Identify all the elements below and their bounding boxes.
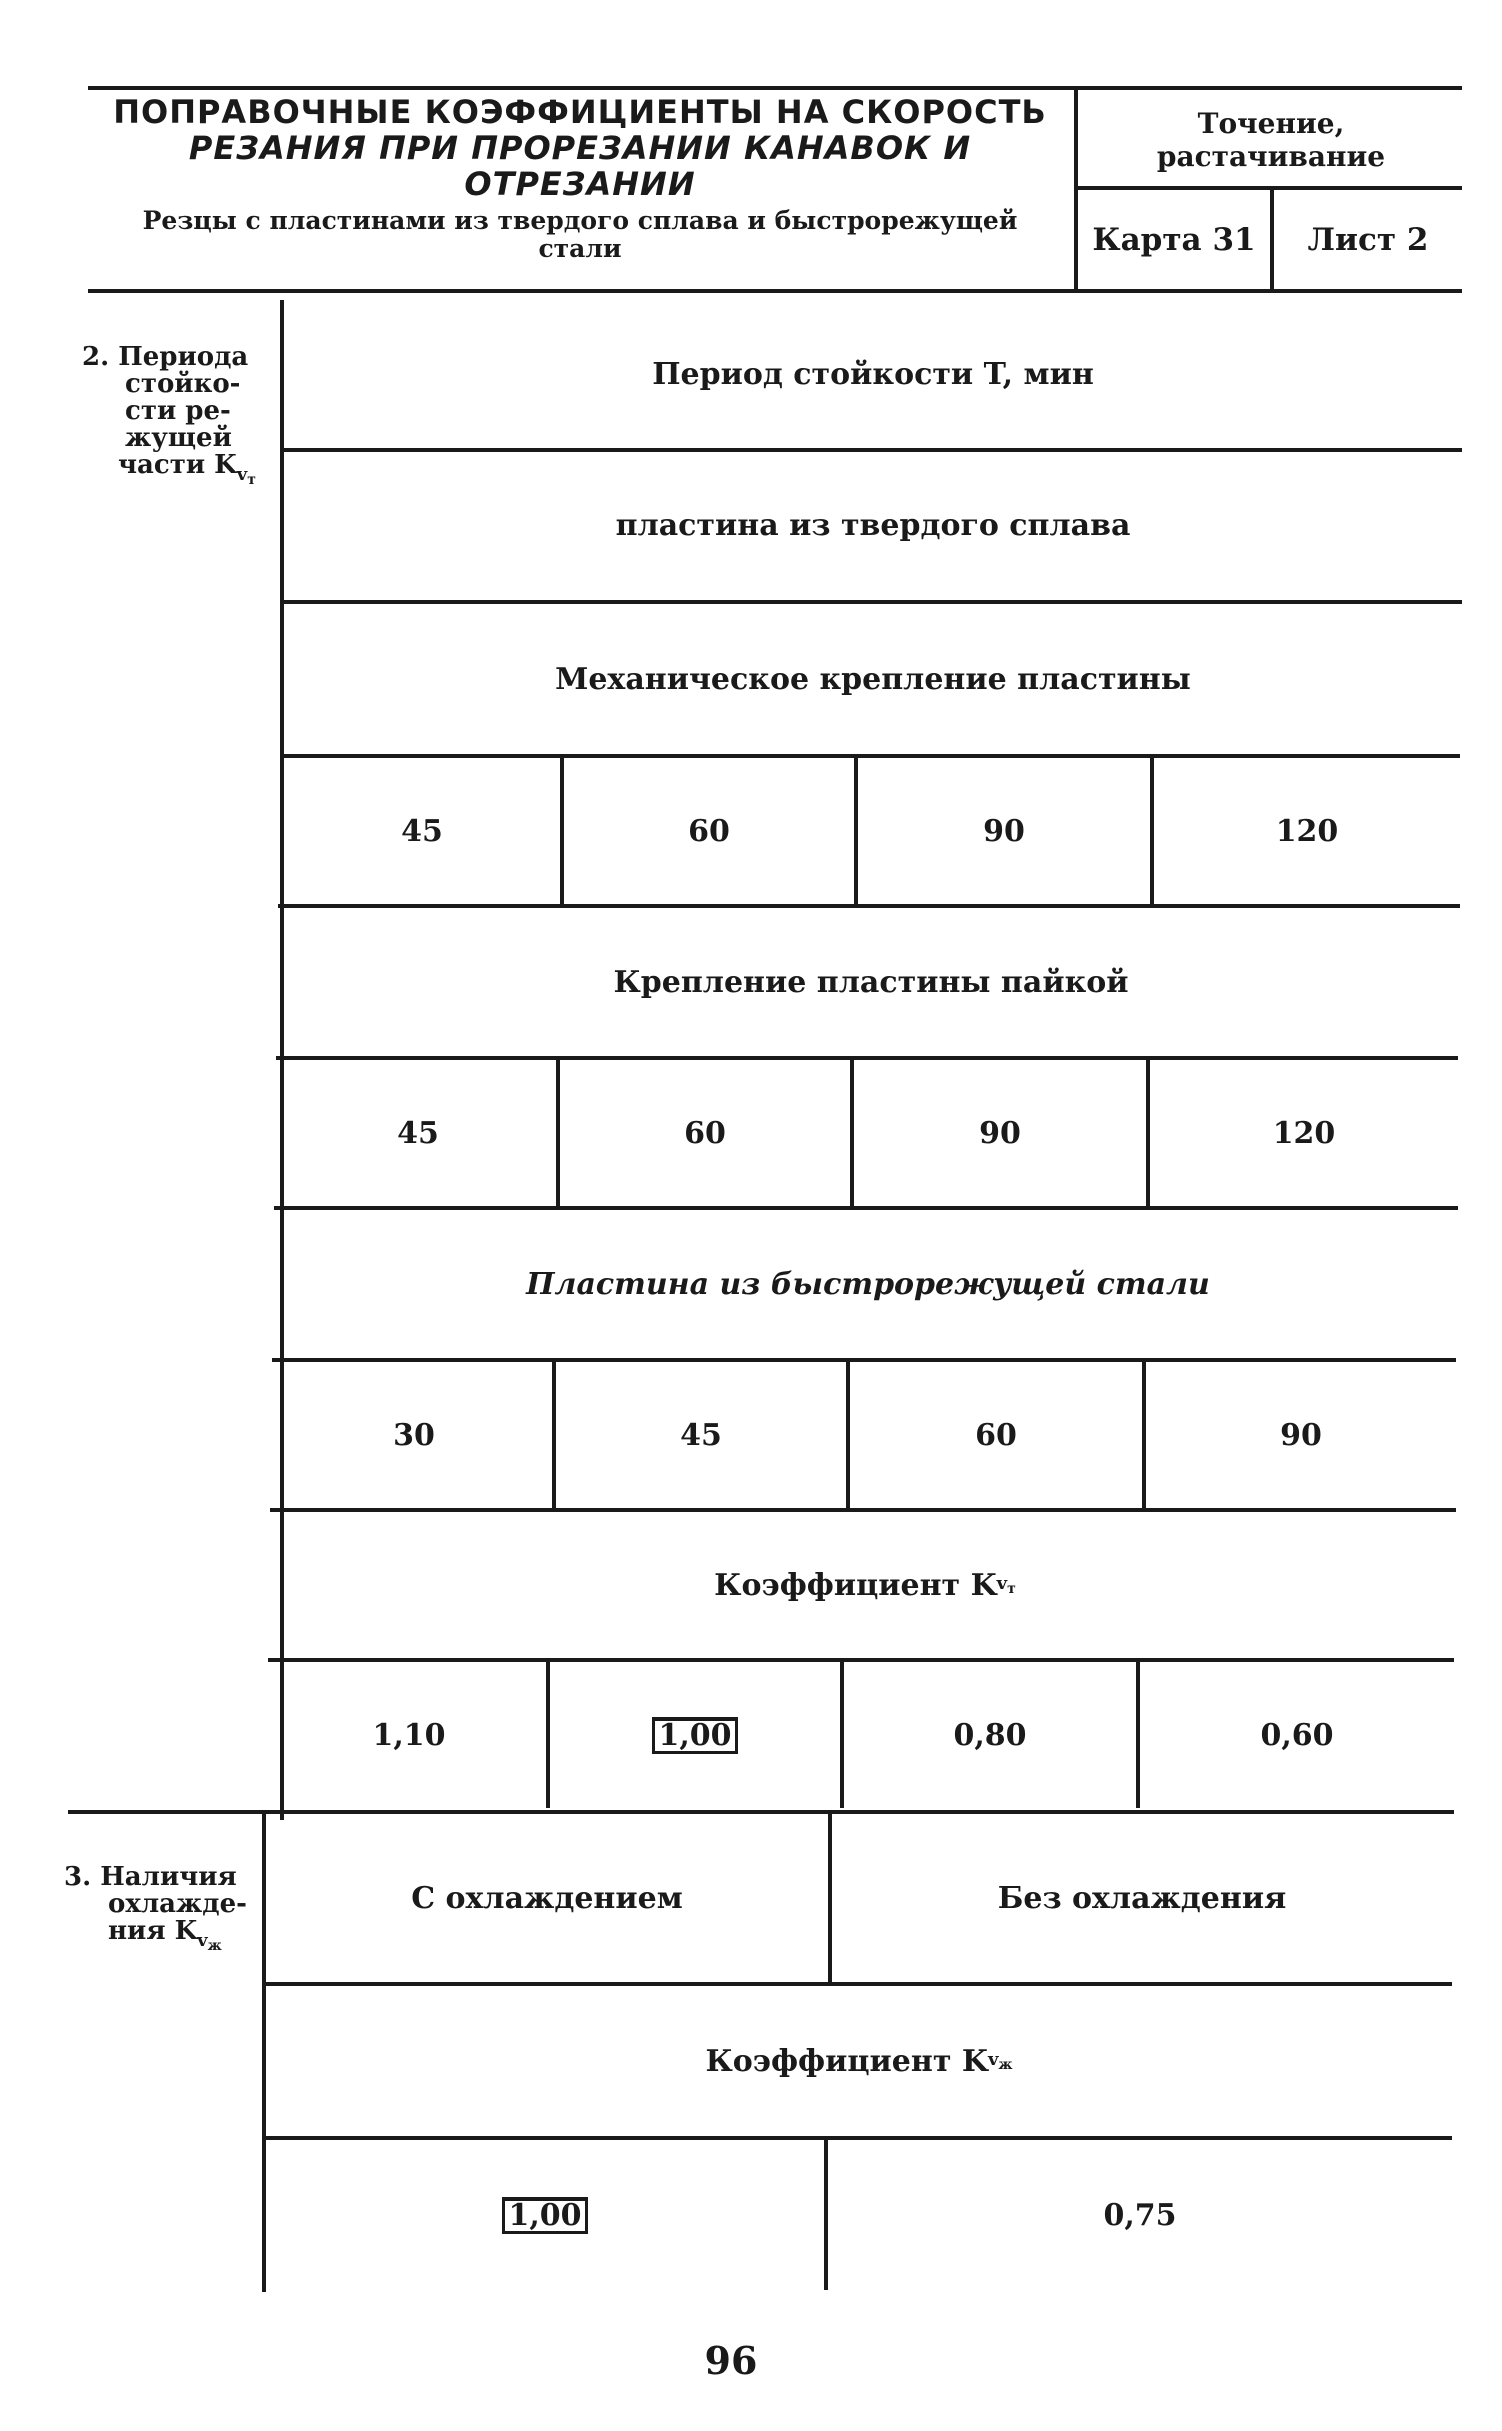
without-cooling: Без охлаждения xyxy=(997,1880,1287,1916)
coef-header-2-text: Коэффициент K xyxy=(714,1567,997,1603)
rule-6 xyxy=(274,1206,1458,1210)
subtitle-line-1: Резцы с пластинами из твердого сплава и … xyxy=(142,206,1018,235)
subtitle-line-2: стали xyxy=(538,234,622,263)
sheet-label: Лист 2 xyxy=(1307,222,1429,258)
card-sheet-divider xyxy=(1270,188,1274,292)
rule-11 xyxy=(262,2136,1452,2140)
section3-label-k: ния K xyxy=(108,1916,198,1946)
coef2-value-2: 1,00 xyxy=(550,1662,840,1808)
soldered-value-3: 90 xyxy=(979,1115,1021,1151)
coef-header-3-sub: vж xyxy=(988,2049,1013,2073)
section2-label: 2. Периода стойко- сти ре- жущей части K… xyxy=(82,344,262,494)
rule-4 xyxy=(278,904,1460,908)
soldered-value-2: 60 xyxy=(684,1115,726,1151)
coef2-divider-1 xyxy=(546,1662,550,1808)
mechanical-value-4: 120 xyxy=(1275,813,1339,849)
section2-label-line-4: жущей xyxy=(125,423,232,453)
coef-header-3-sub-zh: ж xyxy=(998,2057,1013,2073)
coef-header-2-sub-t: т xyxy=(1007,1581,1016,1597)
soldered-divider-2 xyxy=(850,1060,854,1206)
rule-2 xyxy=(284,600,1462,604)
section3-left-rule xyxy=(262,1814,266,2292)
coef2-value-3: 0,80 xyxy=(953,1717,1027,1753)
hss-value-2: 45 xyxy=(680,1417,722,1453)
section2-label-line-1: 2. Периода xyxy=(82,342,249,372)
coef-header-2-sub-v: v xyxy=(996,1573,1008,1594)
cooling-divider xyxy=(828,1814,832,1982)
mechanical-divider-3 xyxy=(1150,758,1154,904)
hss-divider-2 xyxy=(846,1362,850,1508)
rule-3 xyxy=(280,754,1460,758)
section3-label-sub: vж xyxy=(197,1930,222,1954)
coef-header-3-sub-v: v xyxy=(987,2049,999,2070)
coef2-divider-3 xyxy=(1136,1662,1140,1808)
mechanical-value-3: 90 xyxy=(983,813,1025,849)
rule-1 xyxy=(284,448,1462,452)
period-header: Период стойкости T, мин xyxy=(652,356,1094,392)
hss-header: Пластина из быстрорежущей стали xyxy=(526,1266,1210,1302)
mechanical-divider-1 xyxy=(560,758,564,904)
section2-label-line-2: стойко- xyxy=(125,369,241,399)
section3-label: 3. Наличия охлажде- ния Kvж xyxy=(64,1864,254,1960)
mechanical-value-2: 60 xyxy=(688,813,730,849)
coef-header-2-sub: vт xyxy=(997,1573,1016,1597)
coef2-value-1: 1,10 xyxy=(372,1717,446,1753)
rule-9 xyxy=(268,1658,1454,1662)
page-number: 96 xyxy=(704,2337,758,2383)
hard-alloy-header: пластина из твердого сплава xyxy=(615,507,1131,543)
soldered-divider-1 xyxy=(556,1060,560,1206)
section2-left-rule xyxy=(280,300,284,1820)
mechanical-value-1: 45 xyxy=(401,813,443,849)
soldered-divider-3 xyxy=(1146,1060,1150,1206)
section2-label-line-3: сти ре- xyxy=(125,396,231,426)
soldered-value-4: 120 xyxy=(1272,1115,1336,1151)
card-label: Карта 31 xyxy=(1092,222,1256,258)
operation-label: Точение, растачивание xyxy=(1156,107,1386,173)
document-title: ПОПРАВОЧНЫЕ КОЭФФИЦИЕНТЫ НА СКОРОСТЬ РЕЗ… xyxy=(90,94,1070,202)
section2-label-k: части K xyxy=(118,450,237,480)
section3-label-line-3: ния Kvж xyxy=(64,1918,254,1960)
coef3-value-2: 0,75 xyxy=(1103,2197,1177,2233)
header-divider xyxy=(1074,88,1078,292)
section2-label-sub-t: т xyxy=(247,472,256,488)
section2-label-sub: vт xyxy=(236,464,256,488)
coef3-value-1-boxed: 1,00 xyxy=(502,2196,588,2234)
title-line-1: ПОПРАВОЧНЫЕ КОЭФФИЦИЕНТЫ НА СКОРОСТЬ xyxy=(113,93,1047,131)
hss-value-4: 90 xyxy=(1280,1417,1322,1453)
section3-top-border xyxy=(68,1810,1454,1814)
hss-value-1: 30 xyxy=(393,1417,435,1453)
section3-label-line-1: 3. Наличия xyxy=(64,1862,237,1892)
section3-label-sub-zh: ж xyxy=(207,1938,222,1954)
rule-8 xyxy=(270,1508,1456,1512)
coef3-divider xyxy=(824,2140,828,2290)
mechanical-divider-2 xyxy=(854,758,858,904)
soldered-header: Крепление пластины пайкой xyxy=(613,964,1129,1000)
hss-value-3: 60 xyxy=(975,1417,1017,1453)
hss-divider-3 xyxy=(1142,1362,1146,1508)
coef2-divider-2 xyxy=(840,1662,844,1808)
header-bottom-border xyxy=(88,289,1462,293)
coef2-value-4: 0,60 xyxy=(1260,1717,1334,1753)
rule-5 xyxy=(276,1056,1458,1060)
header-right-divider xyxy=(1076,186,1462,190)
coef2-value-2-boxed: 1,00 xyxy=(652,1716,738,1754)
soldered-value-1: 45 xyxy=(397,1115,439,1151)
top-border xyxy=(88,86,1462,90)
section3-label-line-2: охлажде- xyxy=(108,1889,247,1919)
with-cooling: С охлаждением xyxy=(411,1880,683,1916)
hss-divider-1 xyxy=(552,1362,556,1508)
section2-label-sub-v: v xyxy=(236,464,248,485)
coef-header-3-text: Коэффициент K xyxy=(705,2043,988,2079)
section3-label-sub-v: v xyxy=(197,1930,208,1951)
mechanical-header: Механическое крепление пластины xyxy=(555,661,1191,697)
title-line-2: РЕЗАНИЯ ПРИ ПРОРЕЗАНИИ КАНАВОК И ОТРЕЗАН… xyxy=(188,129,972,203)
coef3-value-1: 1,00 xyxy=(266,2140,824,2290)
section2-label-line-5: части Kvт xyxy=(82,452,262,494)
rule-10 xyxy=(262,1982,1452,1986)
document-subtitle: Резцы с пластинами из твердого сплава и … xyxy=(90,203,1070,267)
rule-7 xyxy=(272,1358,1456,1362)
